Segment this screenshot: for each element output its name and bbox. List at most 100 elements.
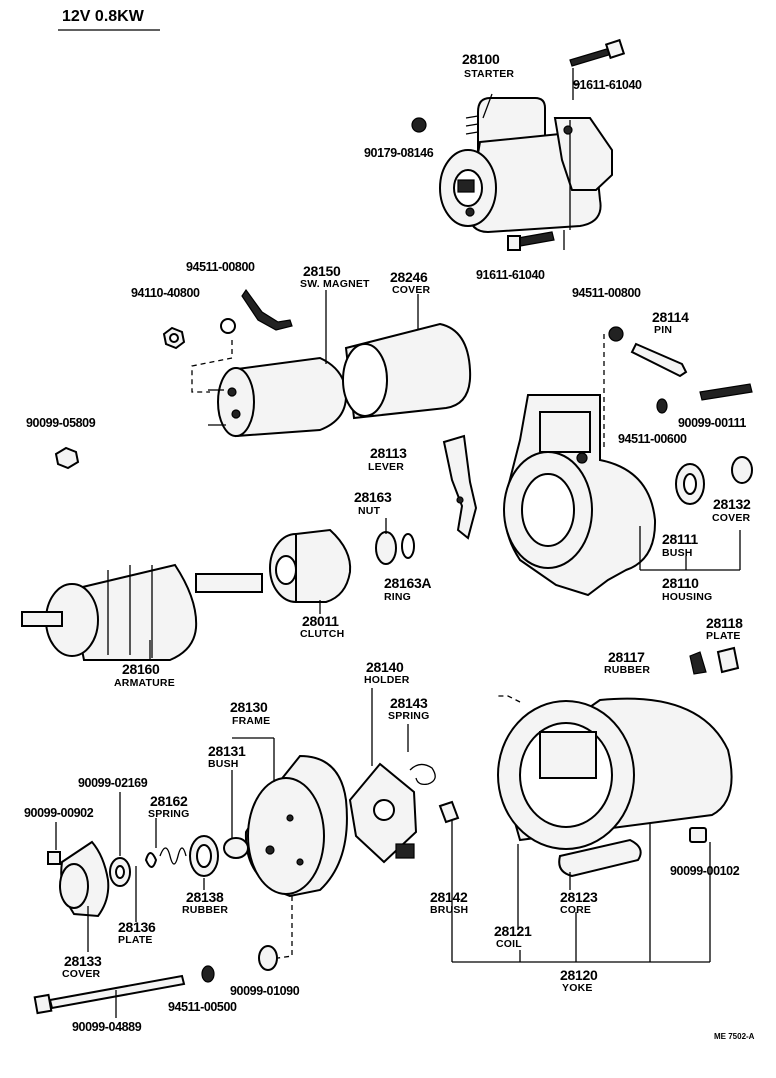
label-cover-28246-number: 28246 [390,269,428,285]
bush-28131-drawing [223,837,249,859]
label-magnet-number: 28150 [303,263,341,279]
label-core-name: CORE [560,904,592,916]
washer-90099b-drawing [109,857,131,887]
label-core-number: 28123 [560,889,598,905]
ring-drawing [401,533,415,559]
cover-28133-drawing [59,840,110,918]
spring-28162-drawing [159,847,187,865]
label-screw-90099c: 90099-00902 [24,806,94,820]
nut-90099a-drawing [54,446,80,470]
label-rubber-28138-number: 28138 [186,889,224,905]
label-nut-28163-number: 28163 [354,489,392,505]
screw-90099c-drawing [47,851,61,865]
terminal-lead-drawing [241,288,293,331]
yoke-drawing [497,697,733,850]
label-washer-90099b: 90099-02169 [78,776,148,790]
label-nut-28163-name: NUT [358,505,381,517]
label-pin-number: 28114 [652,309,689,325]
label-bolt-90099f: 90099-04889 [72,1020,142,1034]
drawing-code: ME 7502-A [714,1032,755,1041]
core-drawing [558,838,642,878]
label-spring-28143-number: 28143 [390,695,428,711]
label-washer-94511b: 94511-00800 [572,286,641,300]
cover-28246-drawing [342,322,472,420]
label-starter-number: 28100 [462,51,500,67]
washer-94511c-drawing [656,398,668,414]
bolt-bottom-drawing [507,231,555,251]
label-cover-28132-name: COVER [712,512,751,524]
label-rubber-28117-name: RUBBER [604,664,651,676]
label-washer-90099e: 90099-01090 [230,984,300,998]
label-plate-28118-number: 28118 [706,615,743,631]
label-frame-name: FRAME [232,715,271,727]
label-armature-name: ARMATURE [114,677,175,689]
lever-drawing [442,434,478,540]
label-washer-94511d: 94511-00500 [168,1000,237,1014]
bolt-90099f-drawing [33,974,186,1015]
holder-drawing [348,762,418,864]
label-spring-28162-number: 28162 [150,793,188,809]
clutch-drawing [269,528,352,603]
label-holder-number: 28140 [366,659,404,675]
label-bolt-bottom: 91611-61040 [476,268,545,282]
washer-90099e-drawing [258,945,278,971]
label-pin-name: PIN [654,324,673,336]
label-magnet-name: SW. MAGNET [300,278,370,290]
label-cover-28133-name: COVER [62,968,101,980]
label-plate-28136-number: 28136 [118,919,156,935]
label-lever-name: LEVER [368,461,405,473]
starter-assembly-drawing [439,93,613,234]
label-ring-number: 28163A [384,575,432,591]
label-bush-28131-name: BUSH [208,758,239,770]
label-bush-28111-name: BUSH [662,547,693,559]
label-cover-28246-name: COVER [392,284,431,296]
label-housing-name: HOUSING [662,591,713,603]
label-coil-name: COIL [496,938,522,950]
label-washer-94511a: 94511-00800 [186,260,255,274]
label-armature-number: 28160 [122,661,160,677]
label-rubber-28138-name: RUBBER [182,904,229,916]
pin-drawing [630,342,688,378]
label-starter-name: STARTER [464,68,515,80]
label-nut-90099a: 90099-05809 [26,416,96,430]
housing-drawing [503,394,657,597]
nut-94110-drawing [162,326,186,350]
label-bolt-90099: 90099-00111 [678,416,746,430]
nut-90179-drawing [411,117,427,133]
label-holder-name: HOLDER [364,674,410,686]
label-lever-number: 28113 [370,445,407,461]
label-yoke-name: YOKE [562,982,593,994]
label-plate-28136-name: PLATE [118,934,153,946]
sw-magnet-drawing [208,356,348,438]
spring-28143-drawing [409,763,436,786]
label-brush-number: 28142 [430,889,468,905]
label-bolt-top: 91611-61040 [573,78,642,92]
label-brush-name: BRUSH [430,904,469,916]
rubber-28138-drawing [189,835,219,877]
label-nut-90179: 90179-08146 [364,146,434,160]
plate-28136-drawing [144,852,158,868]
label-plate-28118-name: PLATE [706,630,741,642]
label-washer-94511c: 94511-00600 [618,432,687,446]
washer-94511a-drawing [608,326,624,342]
label-clutch-name: CLUTCH [300,628,345,640]
label-coil-number: 28121 [494,923,532,939]
label-bush-28131-number: 28131 [208,743,246,759]
label-spring-28143-name: SPRING [388,710,430,722]
label-yoke-number: 28120 [560,967,598,983]
brush-drawing [438,800,460,824]
header-spec: 12V 0.8KW [62,8,144,25]
label-frame-number: 28130 [230,699,268,715]
armature-drawing [21,563,263,661]
frame-drawing [244,754,348,898]
label-bush-28111-number: 28111 [662,531,698,547]
bush-28111-drawing [675,463,705,505]
bolt-90099-drawing [699,383,753,401]
bolt-top-drawing [569,38,626,67]
rubber-28117-drawing [689,651,707,675]
label-screw-90099d: 90099-00102 [670,864,740,878]
label-ring-name: RING [384,591,412,603]
label-spring-28162-name: SPRING [148,808,190,820]
